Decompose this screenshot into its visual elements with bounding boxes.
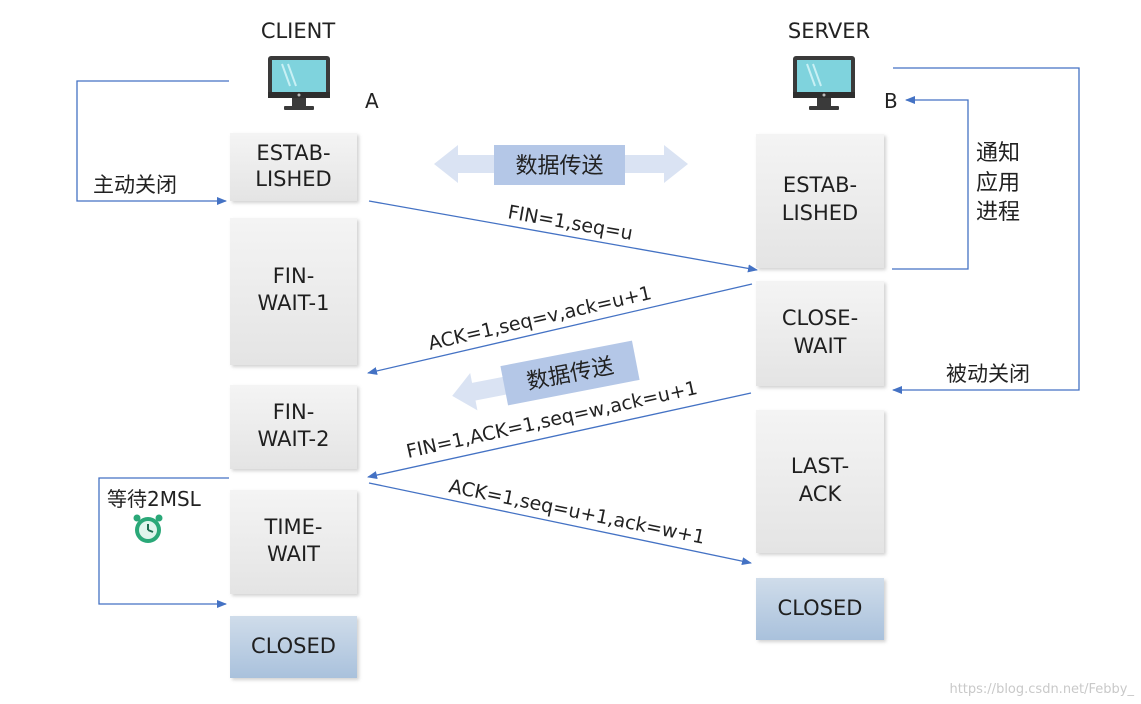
data-transfer-label: 数据传送 [515, 154, 603, 179]
watermark: https://blog.csdn.net/Febby_ [949, 682, 1134, 697]
ack2-arrow [368, 482, 752, 566]
client-monitor-icon [268, 56, 330, 110]
active-close-bracket [76, 80, 229, 205]
client-state-established: ESTAB- LISHED [230, 133, 357, 201]
state-line: TIME- [264, 515, 323, 539]
state-line: WAIT-1 [257, 291, 329, 315]
server-tag: B [884, 89, 898, 113]
state-line: LISHED [782, 201, 858, 225]
state-line: FIN- [273, 400, 315, 424]
state-line: ESTAB- [783, 173, 857, 197]
state-line: WAIT [793, 334, 846, 358]
state-line: LISHED [255, 167, 331, 191]
client-state-time-wait: TIME- WAIT [230, 490, 357, 594]
ack1-arrow [367, 283, 753, 375]
state-line: FIN- [273, 264, 315, 288]
server-monitor-icon [793, 56, 855, 110]
state-line: ACK [799, 482, 843, 506]
state-line: LAST- [791, 454, 849, 478]
passive-close-bracket [892, 67, 1080, 394]
wait-2msl-label: 等待2MSL [107, 487, 202, 511]
time-wait-bracket [98, 477, 229, 608]
client-tag: A [365, 89, 379, 113]
fin-arrow [368, 200, 758, 273]
passive-close-label: 被动关闭 [946, 362, 1030, 386]
notify-app-line: 进程 [976, 200, 1020, 225]
notify-app-line: 应用 [976, 171, 1020, 196]
server-state-close-wait: CLOSE- WAIT [756, 281, 884, 386]
server-title: SERVER [788, 19, 870, 43]
data-transfer-one-way: 数据传送 [452, 340, 640, 411]
state-line: WAIT [267, 542, 320, 566]
state-line: CLOSED [778, 596, 863, 620]
server-state-last-ack: LAST- ACK [756, 410, 884, 553]
state-line: CLOSED [251, 634, 336, 658]
client-state-fin-wait-1: FIN- WAIT-1 [230, 218, 357, 365]
ack2-label: ACK=1,seq=u+1,ack=w+1 [447, 475, 707, 549]
state-line: WAIT-2 [257, 427, 329, 451]
client-state-fin-wait-2: FIN- WAIT-2 [230, 385, 357, 469]
fin-label: FIN=1,seq=u [506, 201, 634, 245]
notify-app-bracket [892, 96, 969, 270]
client-state-closed: CLOSED [230, 616, 357, 678]
active-close-label: 主动关闭 [93, 173, 177, 197]
fin-ack-arrow [367, 392, 752, 479]
client-title: CLIENT [261, 19, 336, 43]
state-line: CLOSE- [782, 306, 858, 330]
state-line: ESTAB- [256, 141, 330, 165]
server-state-closed: CLOSED [756, 578, 884, 640]
server-state-established: ESTAB- LISHED [756, 134, 884, 268]
alarm-clock-icon [133, 514, 163, 543]
data-transfer-bidirectional: 数据传送 [434, 145, 688, 185]
notify-app-line: 通知 [976, 141, 1020, 166]
